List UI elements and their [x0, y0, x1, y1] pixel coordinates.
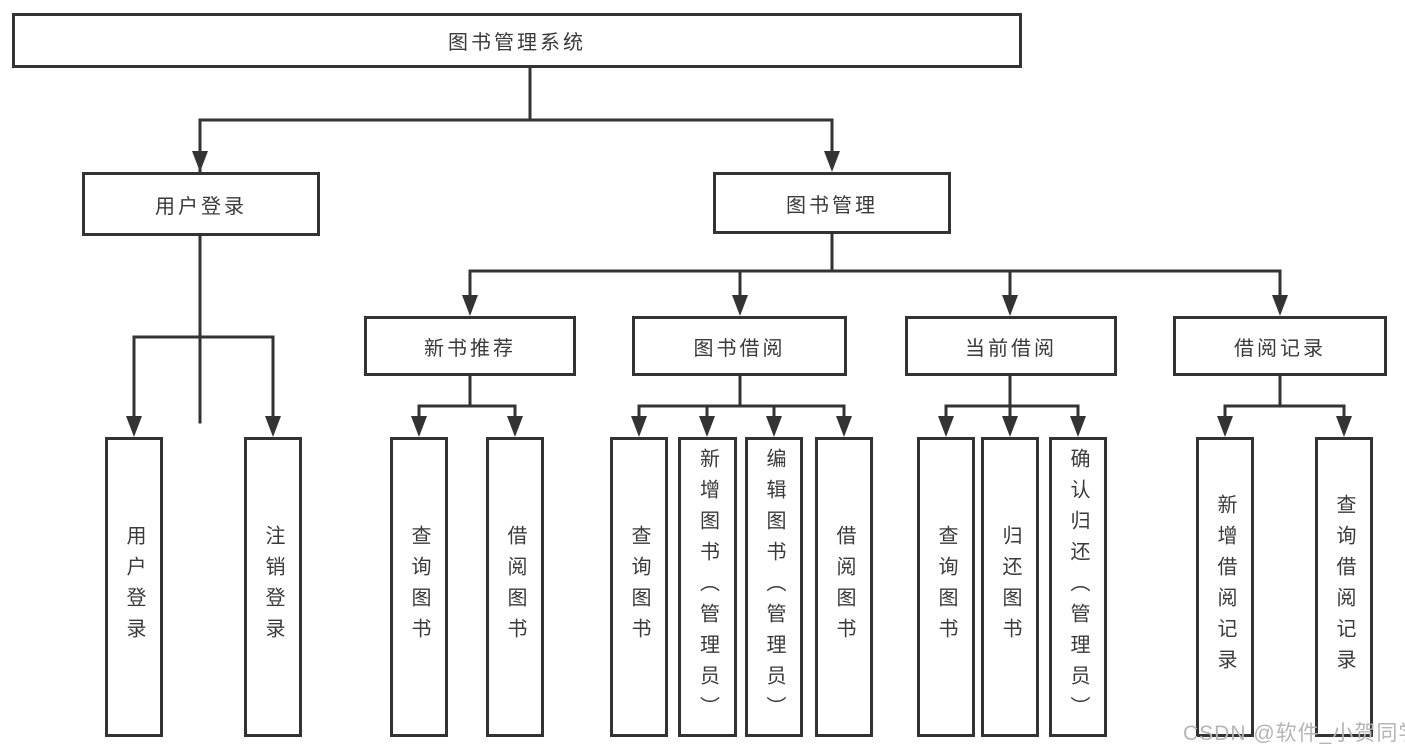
leaf-query-books-borrow-label: 查询图书: [628, 525, 650, 649]
connector-book-borrow-branch: [637, 374, 846, 422]
node-current-borrow: 当前借阅: [905, 316, 1117, 376]
leaf-add-book-admin-label: 新增图书（管理员）: [696, 447, 719, 727]
leaf-query-borrow-record: 查询借阅记录: [1315, 437, 1373, 737]
leaf-user-login: 用户登录: [105, 437, 163, 737]
leaf-borrow-books: 借阅图书: [815, 437, 873, 737]
node-new-book-recommend: 新书推荐: [364, 316, 576, 376]
node-book-borrow: 图书借阅: [632, 316, 847, 376]
leaf-return-book-label: 归还图书: [999, 525, 1021, 649]
leaf-return-book: 归还图书: [981, 437, 1039, 737]
connector-book-management-branch: [468, 232, 1282, 301]
leaf-borrow-books-label: 借阅图书: [833, 525, 855, 649]
leaf-confirm-return-admin: 确认归还（管理员）: [1049, 437, 1107, 737]
leaf-query-books-borrow: 查询图书: [610, 437, 668, 737]
connector-current-borrow-branch: [944, 374, 1080, 422]
leaf-borrow-books-recommend-label: 借阅图书: [504, 525, 526, 649]
leaf-query-books-current-label: 查询图书: [935, 525, 957, 649]
node-root-system: 图书管理系统: [12, 13, 1022, 68]
node-borrow-records: 借阅记录: [1173, 316, 1387, 376]
leaf-edit-book-admin-label: 编辑图书（管理员）: [763, 447, 785, 727]
connector-borrow-record-branch: [1223, 374, 1346, 422]
connector-root: [198, 66, 834, 424]
node-user-login: 用户登录: [82, 172, 320, 236]
leaf-add-borrow-record: 新增借阅记录: [1196, 437, 1254, 737]
node-book-management: 图书管理: [713, 172, 951, 234]
leaf-add-borrow-record-label: 新增借阅记录: [1214, 494, 1236, 680]
leaf-user-login-label: 用户登录: [123, 525, 145, 649]
leaf-query-books-recommend-label: 查询图书: [408, 525, 430, 649]
connector-user-login-branch: [132, 234, 275, 422]
csdn-watermark: CSDN @软件_小贺同学: [1183, 722, 1405, 745]
leaf-edit-book-admin: 编辑图书（管理员）: [745, 437, 803, 737]
leaf-add-book-admin: 新增图书（管理员）: [678, 437, 737, 737]
leaf-logout-login: 注销登录: [244, 437, 302, 737]
leaf-confirm-return-admin-label: 确认归还（管理员）: [1067, 447, 1089, 727]
arrowheads: [126, 151, 1352, 437]
leaf-query-books-current: 查询图书: [917, 437, 975, 737]
leaf-query-books-recommend: 查询图书: [390, 437, 448, 737]
leaf-query-borrow-record-label: 查询借阅记录: [1333, 494, 1355, 680]
leaf-borrow-books-recommend: 借阅图书: [486, 437, 544, 737]
connector-new-book-branch: [417, 374, 517, 422]
leaf-logout-login-label: 注销登录: [262, 525, 284, 649]
